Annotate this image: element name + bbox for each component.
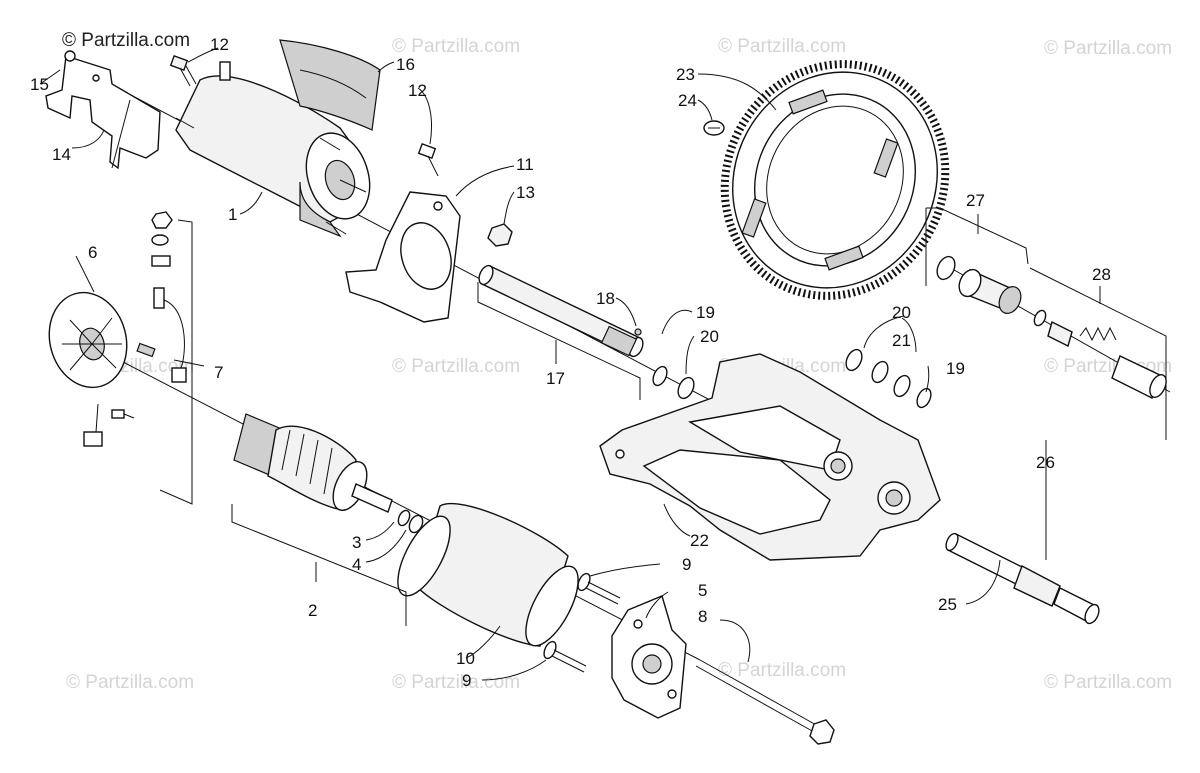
yoke-part-10 xyxy=(397,502,579,647)
watermark: © Partzilla.com xyxy=(392,356,521,377)
nut-part-13 xyxy=(487,223,513,247)
watermark: © Partzilla.com xyxy=(66,672,195,693)
callout-10: 10 xyxy=(456,649,475,668)
callout-4: 4 xyxy=(352,555,361,574)
screw-part-24 xyxy=(703,120,725,136)
callout-19-left: 19 xyxy=(696,303,715,322)
pinion-part-27 xyxy=(936,255,1047,327)
watermark: © Partzilla.com xyxy=(392,672,521,693)
callout-numbers: 15 14 12 16 12 11 13 1 6 7 18 19 20 17 2… xyxy=(30,35,1111,690)
brush-holder-part-6 xyxy=(48,211,187,389)
leader-lines xyxy=(39,47,1047,681)
callout-8: 8 xyxy=(698,607,707,626)
pin-part-18 xyxy=(634,328,642,336)
ring-gear-part-23 xyxy=(720,60,950,300)
callout-24: 24 xyxy=(678,91,697,110)
assembly-bracket-2 xyxy=(231,504,407,626)
long-bolt-part-8 xyxy=(695,659,835,745)
watermark: © Partzilla.com xyxy=(392,36,521,57)
watermark: © Partzilla.com xyxy=(1044,672,1173,693)
spring-part-28 xyxy=(1047,320,1167,399)
callout-18: 18 xyxy=(596,289,615,308)
screw-part-9-upper xyxy=(577,572,621,605)
callout-6: 6 xyxy=(88,243,97,262)
assembly-bracket-17 xyxy=(477,282,641,400)
callout-12-top: 12 xyxy=(210,35,229,54)
callout-17: 17 xyxy=(546,369,565,388)
assembly-bracket-7 xyxy=(159,219,193,505)
callout-20-right: 20 xyxy=(892,303,911,322)
callout-9-lower: 9 xyxy=(462,671,471,690)
armature-part-2 xyxy=(233,413,393,513)
watermark: © Partzilla.com xyxy=(718,36,847,57)
shaft-part-17 xyxy=(478,264,644,358)
callout-3: 3 xyxy=(352,533,361,552)
callout-21: 21 xyxy=(892,331,911,350)
watermark-top-left: © Partzilla.com xyxy=(62,30,191,51)
callout-12-middle: 12 xyxy=(408,81,427,100)
watermark: © Partzilla.com xyxy=(1044,38,1173,59)
callout-27: 27 xyxy=(966,191,985,210)
callout-2: 2 xyxy=(308,601,317,620)
mounting-plate-part-11 xyxy=(345,191,461,323)
end-cover-part-5 xyxy=(611,595,687,719)
callout-1: 1 xyxy=(228,205,237,224)
callout-19-right: 19 xyxy=(946,359,965,378)
bolt-part-12-middle xyxy=(417,143,439,177)
brush-part xyxy=(83,403,135,447)
callout-20-left: 20 xyxy=(700,327,719,346)
callout-15: 15 xyxy=(30,75,49,94)
callout-14: 14 xyxy=(52,145,71,164)
assembly-bracket-28 xyxy=(1029,267,1167,440)
callout-22: 22 xyxy=(690,531,709,550)
assembly-bracket-27 xyxy=(925,207,1029,286)
starter-motor-part-1 xyxy=(175,61,371,238)
washer-part-4 xyxy=(408,514,424,534)
callout-23: 23 xyxy=(676,65,695,84)
callout-28: 28 xyxy=(1092,265,1111,284)
callout-5: 5 xyxy=(698,581,707,600)
axis-line xyxy=(89,344,701,661)
watermark: © Partzilla.com xyxy=(718,660,847,681)
callout-26: 26 xyxy=(1036,453,1055,472)
housing-part-22 xyxy=(599,353,941,561)
callout-13: 13 xyxy=(516,183,535,202)
callout-9-upper: 9 xyxy=(682,555,691,574)
callout-16: 16 xyxy=(396,55,415,74)
washer-part-3 xyxy=(397,509,411,527)
callout-11: 11 xyxy=(516,155,534,174)
callout-7: 7 xyxy=(214,363,223,382)
washer-set xyxy=(652,348,932,409)
drive-shaft-part-25 xyxy=(945,532,1100,625)
callout-25: 25 xyxy=(938,595,957,614)
bolt-part-12-top xyxy=(169,55,197,87)
screw-part-9-lower xyxy=(543,640,587,673)
bracket-part-14 xyxy=(45,50,161,170)
